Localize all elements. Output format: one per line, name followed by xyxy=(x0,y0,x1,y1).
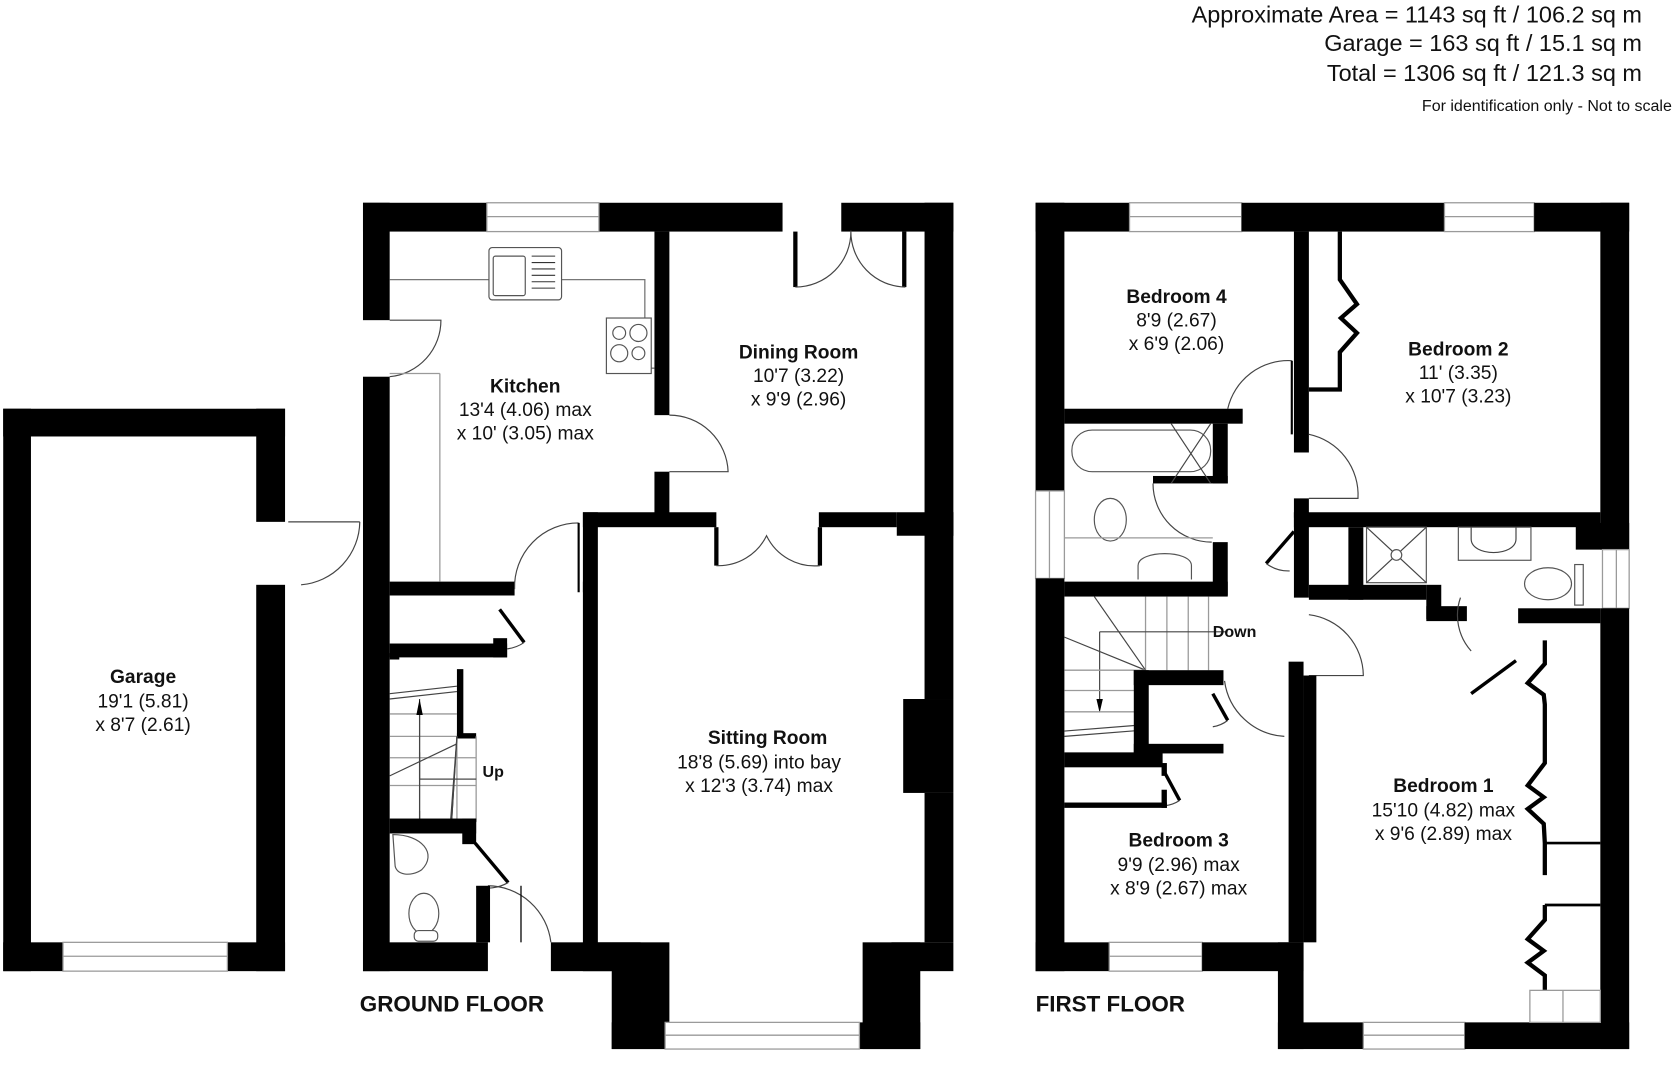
corner-basin-icon xyxy=(392,833,429,875)
bedroom3-dim2: x 8'9 (2.67) max xyxy=(1110,878,1248,899)
door-icon xyxy=(288,521,361,586)
sitting-room-name: Sitting Room xyxy=(708,728,827,749)
sitting-room-dim2: x 12'3 (3.74) max xyxy=(685,776,833,797)
dining-room-dim1: 10'7 (3.22) xyxy=(753,366,844,387)
bedroom2-name: Bedroom 2 xyxy=(1408,339,1508,360)
dining-room-name: Dining Room xyxy=(739,343,858,364)
disclaimer-text: For identification only - Not to scale xyxy=(1422,98,1672,115)
bedroom4-dim2: x 6'9 (2.06) xyxy=(1129,334,1224,355)
up-label: Up xyxy=(483,764,505,781)
french-doors-icon xyxy=(714,527,823,567)
ground-floor-label: GROUND FLOOR xyxy=(360,992,544,1017)
stairs-icon xyxy=(389,685,477,823)
kitchen-name: Kitchen xyxy=(490,377,560,398)
bedroom2-dim2: x 10'7 (3.23) xyxy=(1405,386,1511,407)
first-floor-label: FIRST FLOOR xyxy=(1036,992,1185,1017)
toilet-icon xyxy=(1523,567,1573,601)
bedroom4-dim1: 8'9 (2.67) xyxy=(1136,311,1217,332)
bedroom3-name: Bedroom 3 xyxy=(1128,830,1228,851)
toilet-icon xyxy=(1093,497,1127,542)
basin-icon xyxy=(1137,553,1193,580)
total-area-text: Total = 1306 sq ft / 121.3 sq m xyxy=(1327,60,1642,86)
ground-floor-plan: Up Kitchen 13'4 (4.06) max x 10' (3.0 xyxy=(360,202,954,1050)
bedroom1-dim1: 15'10 (4.82) max xyxy=(1372,800,1516,821)
sitting-room-dim1: 18'8 (5.69) into bay xyxy=(677,752,841,773)
sink-icon xyxy=(488,247,563,301)
bedroom4-name: Bedroom 4 xyxy=(1126,287,1227,308)
garage-dim1: 19'1 (5.81) xyxy=(97,692,188,713)
french-doors-icon xyxy=(793,230,907,288)
first-floor-plan: Down xyxy=(1034,202,1630,1050)
bedroom2-dim1: 11' (3.35) xyxy=(1419,363,1498,384)
down-label: Down xyxy=(1213,624,1257,641)
bath-icon xyxy=(1071,429,1212,473)
stairs-icon xyxy=(1064,596,1228,737)
basin-icon xyxy=(1457,526,1532,561)
garage-name: Garage xyxy=(110,667,177,688)
bedroom1-dim2: x 9'6 (2.89) max xyxy=(1375,824,1513,845)
hob-icon xyxy=(605,317,652,375)
garage-plan: Garage 19'1 (5.81) x 8'7 (2.61) xyxy=(3,408,361,972)
area-summary: Approximate Area = 1143 sq ft / 106.2 sq… xyxy=(1192,1,1672,115)
garage-dim2: x 8'7 (2.61) xyxy=(95,715,190,736)
bedroom1-name: Bedroom 1 xyxy=(1393,776,1494,797)
garage-area-text: Garage = 163 sq ft / 15.1 sq m xyxy=(1324,30,1642,56)
toilet-icon xyxy=(408,892,440,935)
kitchen-dim2: x 10' (3.05) max xyxy=(457,424,595,445)
dining-room-dim2: x 9'9 (2.96) xyxy=(751,390,846,411)
kitchen-dim1: 13'4 (4.06) max xyxy=(459,400,592,421)
approx-area-text: Approximate Area = 1143 sq ft / 106.2 sq… xyxy=(1192,1,1642,27)
bedroom3-dim1: 9'9 (2.96) max xyxy=(1118,855,1241,876)
